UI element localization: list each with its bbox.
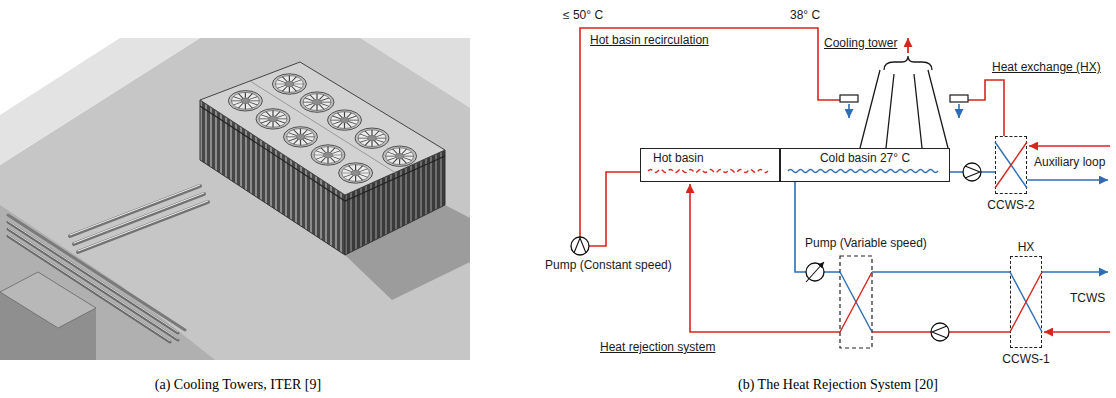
pipe-highlight <box>78 201 208 251</box>
cold-water-line <box>872 271 1010 273</box>
building-roof <box>0 272 96 328</box>
node-label: Hot basin <box>653 151 704 165</box>
pump-symbol <box>571 237 589 255</box>
pump-label: Pump (Variable speed) <box>805 236 927 250</box>
spray-distributor <box>840 95 858 102</box>
block-top <box>200 62 445 195</box>
block-seam <box>250 81 395 173</box>
component-label: Heat exchange (HX) <box>992 60 1101 74</box>
road <box>0 38 200 165</box>
heat-exchanger-path <box>840 272 872 332</box>
fan <box>256 109 290 129</box>
spray-distributor <box>950 95 968 102</box>
pump-body <box>571 237 589 255</box>
water-spray-arrow <box>848 104 850 118</box>
pump-body <box>963 163 981 181</box>
cooling-tower-rendering <box>0 38 470 360</box>
pump-body <box>931 323 949 341</box>
tower-frame <box>860 70 948 148</box>
system-label: TCWS <box>1070 291 1105 305</box>
pump-mark <box>965 166 980 178</box>
pump-mark <box>932 326 947 338</box>
pipe-connector <box>580 28 840 246</box>
pump-body <box>806 263 824 281</box>
tcws-supply-line <box>1042 271 1108 273</box>
heat-exchanger-outline <box>840 256 872 348</box>
pipe-connector <box>968 80 1004 136</box>
cooling-tower-shape <box>840 58 968 148</box>
building <box>0 272 96 360</box>
pump-label: Pump (Constant speed) <box>545 258 672 272</box>
variable-pump-symbol <box>806 262 824 282</box>
fan <box>300 92 334 112</box>
heat-exchanger-path <box>840 272 872 332</box>
water-surface <box>788 169 938 172</box>
pump-symbol <box>963 163 981 181</box>
line-label: Auxiliary loop <box>1034 155 1105 169</box>
water-surface <box>648 169 768 172</box>
fan <box>328 110 362 130</box>
cooling-tower: Cooling tower <box>840 58 968 148</box>
component-label: HX <box>1018 240 1035 254</box>
heat-exchanger-path <box>1010 272 1042 332</box>
temperature-label: 38° C <box>790 8 820 22</box>
pump-mark <box>806 262 824 282</box>
aux-supply-line <box>1027 179 1108 181</box>
heat-exchanger-shape <box>1010 256 1042 348</box>
heat-exchanger-path <box>995 142 1027 188</box>
pump-symbol <box>931 323 949 341</box>
node-label: Cooling tower <box>824 36 897 50</box>
heat-exchanger: HXCCWS-1 <box>1010 256 1042 348</box>
air-outflow-arrow <box>907 38 909 53</box>
fan <box>355 128 389 148</box>
subfigure-caption: (b) The Heat Rejection System [20] <box>738 377 938 393</box>
road <box>360 38 470 108</box>
paved-area <box>0 205 215 360</box>
heat-exchanger-symbol <box>840 256 872 348</box>
temperature-label: ≤ 50° C <box>563 8 603 22</box>
aux-return-line <box>1029 145 1110 147</box>
component-label: CCWS-1 <box>1002 352 1049 366</box>
component-label: CCWS-2 <box>987 198 1034 212</box>
line-label: Heat rejection system <box>600 340 715 354</box>
fan-hood <box>884 56 932 70</box>
subfigure-caption: (a) Cooling Towers, ITER [9] <box>155 377 321 393</box>
tcws-return-line <box>1044 331 1110 333</box>
heat-exchanger-shape <box>995 136 1027 194</box>
cold-water-line <box>795 182 840 272</box>
fan <box>284 127 318 147</box>
cold-basin: Cold basin 27° C <box>780 148 950 182</box>
pipe-highlight <box>74 193 204 243</box>
heat-rejection-line <box>690 184 840 332</box>
pipe <box>78 202 208 252</box>
fan <box>339 163 373 183</box>
line-label: Hot basin recirculation <box>590 33 709 47</box>
water-spray-arrow <box>958 104 960 118</box>
fan <box>383 146 417 166</box>
pump-mark <box>574 238 586 253</box>
heat-exchanger: CCWS-2 <box>995 136 1027 194</box>
fan <box>311 145 345 165</box>
pipe-highlight <box>70 185 200 235</box>
ground-plane <box>0 38 470 360</box>
pipe <box>74 194 204 244</box>
tower-block <box>200 62 470 300</box>
heat-exchanger-path <box>995 142 1027 188</box>
fan <box>272 74 306 94</box>
node-label: Cold basin 27° C <box>820 151 910 165</box>
heat-exchanger-path <box>1010 272 1042 332</box>
hot-basin: Hot basin <box>640 148 780 182</box>
fan <box>228 91 262 111</box>
